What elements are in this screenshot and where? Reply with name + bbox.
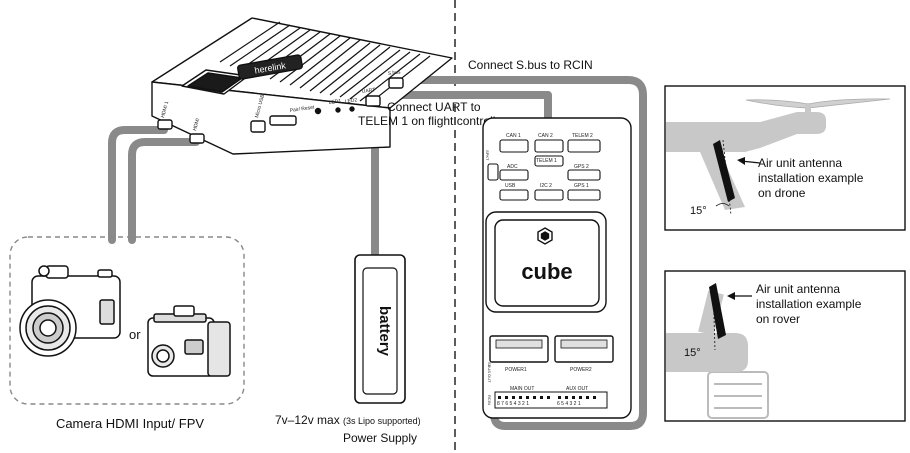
battery-label: battery xyxy=(376,306,393,357)
drone-inset: 15° Air unit antenna installation exampl… xyxy=(664,85,906,231)
cube-port-labels: CAN 1 CAN 2 TELEM 2 TELEM 1 ADC GPS 2 US… xyxy=(485,133,593,407)
air-unit-port-hdmi1: HDMI 1 xyxy=(160,100,170,118)
cube-port-spkt: SPKT xyxy=(485,150,490,161)
air-unit: herelink xyxy=(151,17,453,155)
cube-port-can1: CAN 1 xyxy=(506,133,521,139)
cube-flight-controller: cube xyxy=(482,117,632,419)
cube-port-sbus-out: SBUS OUT xyxy=(487,362,492,383)
cube-port-aux-out: AUX OUT xyxy=(566,386,588,392)
cube-port-adc: ADC xyxy=(507,164,518,170)
rover-angle-label: 15° xyxy=(684,347,701,359)
mirrorless-camera-icon xyxy=(19,265,121,357)
cube-port-usb: USB xyxy=(505,183,516,189)
power-voltage: 7v–12v max xyxy=(275,413,340,427)
cube-brand: cube xyxy=(521,259,572,284)
rover-caption-line2: installation example xyxy=(756,297,862,311)
cube-port-rcin: RCIN xyxy=(487,395,492,405)
camera-or-label: or xyxy=(129,327,141,342)
camera-group: or Camera HDMI Input/ FPV xyxy=(9,236,245,431)
drone-caption-line2: installation example xyxy=(758,171,864,185)
air-unit-port-sbus: S.bus xyxy=(387,69,401,77)
air-unit-port-led2: LED2 xyxy=(344,97,357,105)
cube-port-main-out: MAIN OUT xyxy=(510,386,534,392)
air-unit-port-hdmi: HDMI xyxy=(192,118,201,132)
drone-caption-line3: on drone xyxy=(758,186,806,200)
cube-port-gps1: GPS 1 xyxy=(574,183,589,189)
air-unit-port-led1: LED1 xyxy=(328,98,341,106)
camera-caption: Camera HDMI Input/ FPV xyxy=(56,416,204,431)
cube-port-gps2: GPS 2 xyxy=(574,164,589,170)
action-camera-icon xyxy=(147,305,231,377)
cube-port-power2: POWER2 xyxy=(570,367,592,373)
cube-port-telem1: TELEM 1 xyxy=(536,158,557,164)
drone-angle-label: 15° xyxy=(690,205,707,217)
air-unit-port-pair: Pair/ Reset xyxy=(289,105,315,114)
cube-port-i2c2: I2C 2 xyxy=(540,183,552,189)
sbus-connection-label: Connect S.bus to RCIN xyxy=(468,58,593,72)
sbus-cable xyxy=(392,76,647,430)
uart-connection-label-line1: Connect UART to xyxy=(387,100,481,114)
cube-port-can2: CAN 2 xyxy=(538,133,553,139)
cube-port-power1: POWER1 xyxy=(505,367,527,373)
rover-caption-line3: on rover xyxy=(756,312,800,326)
air-unit-port-uart: UART xyxy=(361,87,375,95)
cube-port-aux-numbers: 6 5 4 3 2 1 xyxy=(557,401,581,407)
hdmi-cable-1 xyxy=(108,126,168,244)
power-voltage-label: 7v–12v max (3s Lipo supported) xyxy=(275,413,421,427)
battery-icon: battery xyxy=(354,254,406,404)
power-supply-label: Power Supply xyxy=(343,431,417,445)
drone-caption-line1: Air unit antenna xyxy=(758,156,842,170)
rover-caption-line1: Air unit antenna xyxy=(756,282,840,296)
hdmi-cable-2 xyxy=(128,138,200,244)
cube-port-telem2: TELEM 2 xyxy=(572,133,593,139)
power-lipo-note: (3s Lipo supported) xyxy=(343,416,421,426)
camera-dashed-box xyxy=(9,236,245,405)
rover-inset: 15° Air unit antenna installation exampl… xyxy=(664,270,906,422)
cube-port-main-numbers: 8 7 6 5 4 3 2 1 xyxy=(497,401,529,407)
uart-connection-label-line2: TELEM 1 on flight controller xyxy=(358,114,506,128)
